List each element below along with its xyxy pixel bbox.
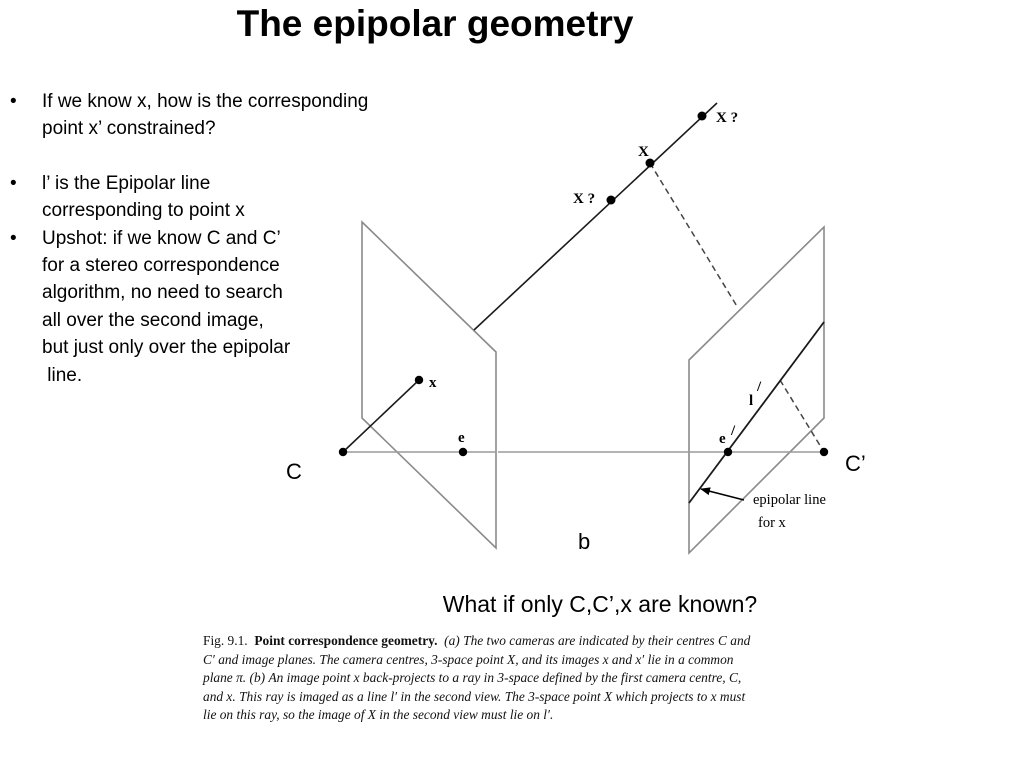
- caption-line: Fig. 9.1. Point correspondence geometry.…: [203, 632, 903, 651]
- label-epiline-caption-1: epipolar line: [753, 492, 826, 508]
- bullet-line: l’ is the Epipolar line: [42, 172, 211, 194]
- label-epipole2-prime: /: [730, 423, 736, 439]
- caption-line: C′ and image planes. The camera centres,…: [203, 651, 734, 667]
- label-epiline: l: [749, 393, 753, 409]
- bullet-dot: •: [10, 91, 17, 112]
- bullet-line: corresponding to point x: [42, 200, 245, 222]
- caption-line: lie on this ray, so the image of X in th…: [203, 707, 554, 723]
- epipole1-point: [458, 447, 468, 457]
- label-epipole1: e: [458, 430, 465, 446]
- figure-caption: Fig. 9.1. Point correspondence geometry.…: [203, 632, 903, 725]
- bullet-line: for a stereo correspondence: [42, 255, 280, 277]
- bullet-line: line.: [42, 364, 83, 386]
- label-point-mid: X: [638, 144, 649, 160]
- dashed-projection-to-camera2: [779, 379, 825, 453]
- label-epiline-caption-2: for x: [758, 515, 787, 531]
- caption-fig-label: Fig. 9.1.: [203, 633, 248, 648]
- point-x-mid: [645, 158, 655, 168]
- right-image-plane: [688, 225, 825, 555]
- label-image-point: x: [429, 375, 437, 391]
- left-image-plane: [361, 220, 497, 550]
- bullet-item: • l’ is the Epipolar line: [0, 170, 368, 197]
- caption-text: (a) The two cameras are indicated by the…: [444, 633, 751, 648]
- bullet-dot: •: [10, 227, 17, 249]
- ray-through-x: [473, 102, 718, 331]
- bullet-continuation: corresponding to point x: [0, 197, 368, 224]
- camera1-center-point: [338, 447, 348, 457]
- bullet-line: but just only over the epipolar: [42, 337, 291, 359]
- label-epipole2: e: [719, 431, 726, 447]
- caption-bold-title: Point correspondence geometry.: [254, 633, 438, 648]
- point-x-low: [606, 195, 616, 205]
- epipole2-point: [723, 447, 733, 457]
- camera2-center-point: [819, 447, 829, 457]
- image-point-x: [414, 375, 424, 385]
- point-x-top: [697, 111, 707, 121]
- epipolar-line: [688, 321, 825, 504]
- ray-camera-to-image-point: [342, 379, 420, 453]
- label-camera1: C: [286, 459, 302, 484]
- bullet-continuation: algorithm, no need to search: [0, 279, 368, 306]
- bullet-line: point x’ constrained?: [42, 118, 216, 140]
- dashed-projection-to-right-plane: [649, 162, 739, 309]
- bullet-item: • If we know x, how is the corresponding: [0, 88, 368, 115]
- bullet-continuation: but just only over the epipolar: [0, 334, 368, 361]
- label-point-top: X ?: [716, 110, 738, 126]
- bullet-list: •If we know x, how is the corresponding …: [0, 88, 368, 389]
- bullet-continuation: line.: [0, 362, 368, 389]
- bullet-continuation: for a stereo correspondence: [0, 252, 368, 279]
- epipolar-line-arrow: [700, 487, 745, 501]
- bullet-line: Upshot: if we know C and C’: [42, 227, 281, 249]
- question-text: What if only C,C’,x are known?: [442, 591, 758, 617]
- label-point-low: X ?: [573, 191, 595, 207]
- bullet-line: If we know x, how is the corresponding: [42, 91, 369, 112]
- bullet-item: • Upshot: if we know C and C’: [0, 225, 368, 252]
- bullet-dot: •: [10, 172, 17, 194]
- label-camera2: C’: [845, 451, 866, 476]
- caption-line: plane π. (b) An image point x back-proje…: [203, 670, 742, 686]
- bullet-line: algorithm, no need to search: [42, 282, 283, 304]
- bullet-line: all over the second image,: [42, 309, 264, 331]
- caption-line: and x. This ray is imaged as a line l′ i…: [203, 688, 746, 704]
- label-epiline-prime: /: [756, 379, 762, 395]
- bullet-continuation: point x’ constrained?: [0, 115, 368, 142]
- label-baseline: b: [578, 529, 590, 554]
- bullet-continuation: all over the second image,: [0, 307, 368, 334]
- slide-title: The epipolar geometry: [236, 3, 634, 44]
